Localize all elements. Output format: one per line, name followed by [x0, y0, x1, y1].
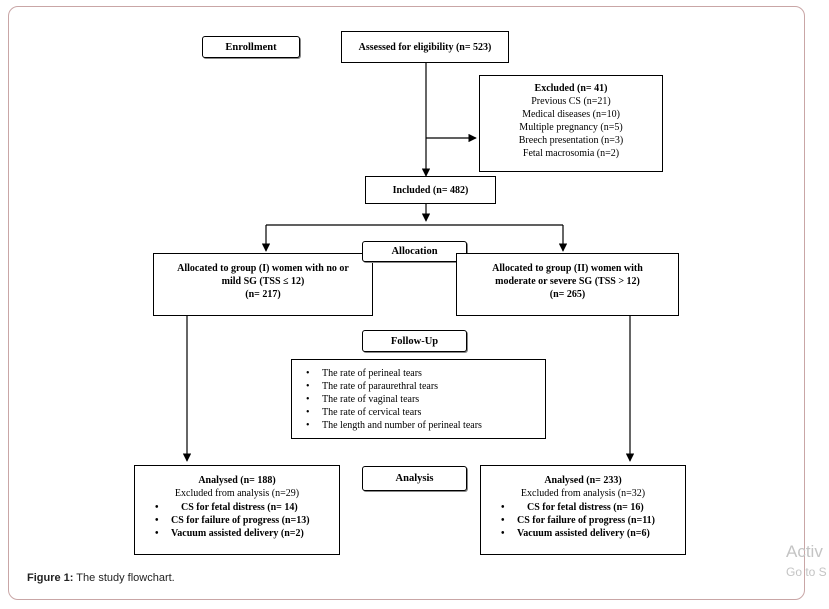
- caption-label: Figure 1:: [27, 572, 74, 584]
- excluded-item: Fetal macrosomia (n=2): [522, 148, 620, 159]
- group1-line: mild SG (TSS ≤ 12): [221, 276, 305, 287]
- group2-line: Allocated to group (II) women with: [492, 263, 643, 274]
- group1-line: Allocated to group (I) women with no or: [177, 263, 349, 274]
- enrollment-label-text: Enrollment: [225, 41, 277, 53]
- excluded-title: Excluded (n= 41): [534, 83, 608, 94]
- analysed2-title: Analysed (n= 233): [544, 475, 622, 486]
- watermark-line: Activ: [786, 542, 823, 561]
- assessed-box: Assessed for eligibility (n= 523): [341, 31, 509, 63]
- analysed1-excluded: Excluded from analysis (n=29): [174, 488, 300, 499]
- group2-line: moderate or severe SG (TSS > 12): [495, 276, 640, 287]
- included-text: Included (n= 482): [392, 184, 469, 196]
- allocation-label: Allocation: [362, 241, 467, 262]
- excluded-item: Multiple pregnancy (n=5): [519, 122, 623, 133]
- followup-label: Follow-Up: [362, 330, 467, 352]
- analysed2-item: CS for fetal distress (n= 16): [495, 501, 685, 514]
- activation-watermark: Activ Go to S: [786, 541, 827, 581]
- analysed2-box: Analysed (n= 233) Excluded from analysis…: [480, 465, 686, 555]
- assessed-text: Assessed for eligibility (n= 523): [358, 41, 492, 53]
- group2-count: (n= 265): [549, 289, 586, 300]
- analysis-label-text: Analysis: [395, 473, 434, 484]
- group2-box: Allocated to group (II) women with moder…: [456, 253, 679, 316]
- excluded-item: Breech presentation (n=3): [518, 135, 624, 146]
- enrollment-label: Enrollment: [202, 36, 300, 58]
- followup-label-text: Follow-Up: [390, 335, 439, 347]
- figure-caption: Figure 1: The study flowchart.: [27, 572, 175, 584]
- analysed2-item: CS for failure of progress (n=11): [495, 514, 685, 527]
- group1-count: (n= 217): [245, 289, 281, 300]
- caption-text: The study flowchart.: [73, 572, 175, 584]
- watermark-line: Go to S: [786, 565, 827, 579]
- included-box: Included (n= 482): [365, 176, 496, 204]
- analysis-label: Analysis: [362, 466, 467, 491]
- followup-box: The rate of perineal tears The rate of p…: [291, 359, 546, 439]
- group1-box: Allocated to group (I) women with no or …: [153, 253, 373, 316]
- figure-frame: [8, 6, 805, 600]
- followup-item: The length and number of perineal tears: [300, 419, 545, 432]
- followup-item: The rate of paraurethral tears: [300, 380, 545, 393]
- excluded-box: Excluded (n= 41) Previous CS (n=21) Medi…: [479, 75, 663, 172]
- excluded-item: Medical diseases (n=10): [522, 109, 620, 120]
- analysed1-title: Analysed (n= 188): [198, 475, 276, 486]
- followup-item: The rate of vaginal tears: [300, 393, 545, 406]
- analysed1-item: Vacuum assisted delivery (n=2): [149, 527, 339, 540]
- analysed1-item: CS for fetal distress (n= 14): [149, 501, 339, 514]
- analysed1-box: Analysed (n= 188) Excluded from analysis…: [134, 465, 340, 555]
- followup-item: The rate of cervical tears: [300, 406, 545, 419]
- excluded-item: Previous CS (n=21): [531, 96, 611, 107]
- analysed2-item: Vacuum assisted delivery (n=6): [495, 527, 685, 540]
- followup-item: The rate of perineal tears: [300, 367, 545, 380]
- allocation-label-text: Allocation: [391, 246, 438, 257]
- analysed1-item: CS for failure of progress (n=13): [149, 514, 339, 527]
- analysed2-excluded: Excluded from analysis (n=32): [520, 488, 646, 499]
